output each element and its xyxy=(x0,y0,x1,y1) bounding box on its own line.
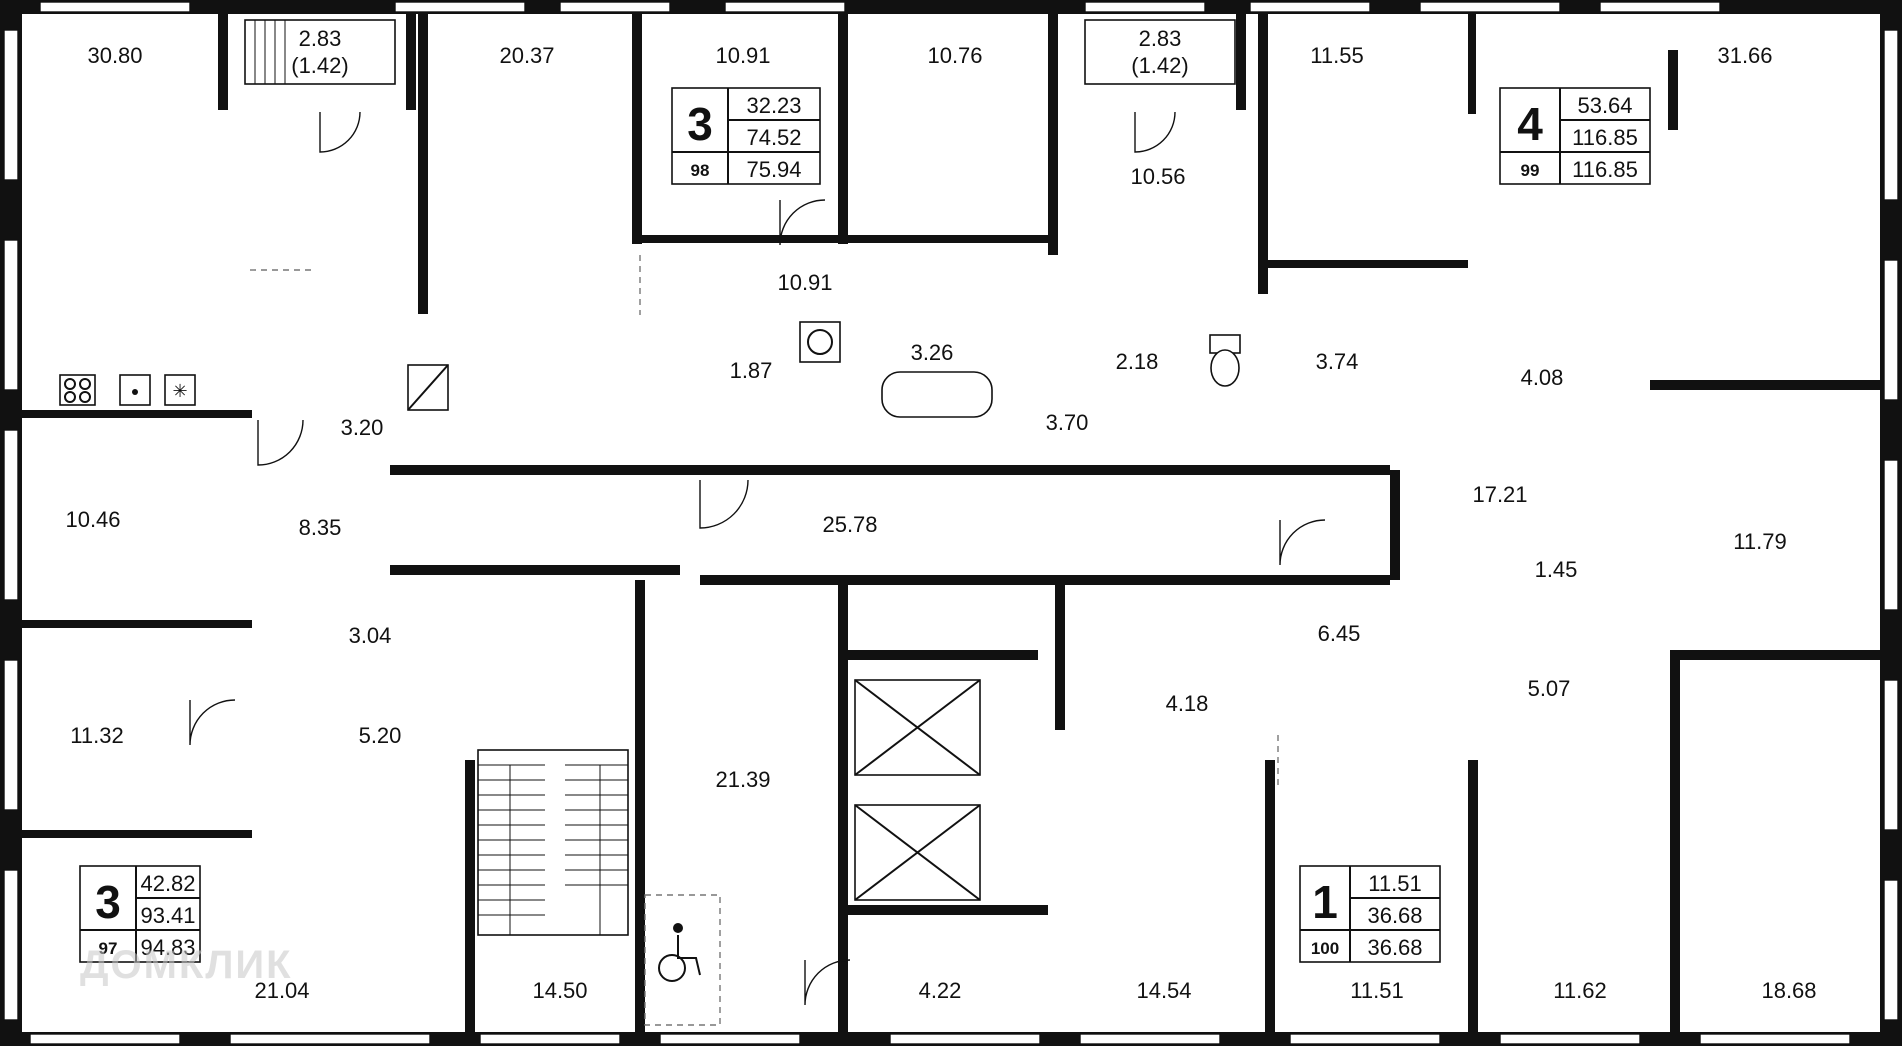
room-area: 2.83 xyxy=(299,26,342,51)
room-area: 4.22 xyxy=(919,978,962,1003)
windows xyxy=(3,1,1899,1045)
apartment-number: 99 xyxy=(1521,161,1540,180)
apartment-total-area: 74.52 xyxy=(746,125,801,150)
apartment-total-area: 36.68 xyxy=(1367,903,1422,928)
svg-text:✳: ✳ xyxy=(172,381,187,402)
room-area: 3.26 xyxy=(911,340,954,365)
room-area: 3.74 xyxy=(1316,349,1359,374)
room-area: 20.37 xyxy=(499,43,554,68)
room-area: 2.18 xyxy=(1116,349,1159,374)
shower-icon xyxy=(407,364,449,411)
room-area: 3.20 xyxy=(341,415,384,440)
doors xyxy=(189,111,1326,1006)
room-area: 14.50 xyxy=(532,978,587,1003)
room-area: 10.56 xyxy=(1130,164,1185,189)
balcony-left xyxy=(218,14,416,110)
room-area: 11.62 xyxy=(1553,978,1606,1003)
room-area: 1.45 xyxy=(1535,557,1578,582)
apartment-living-area: 11.51 xyxy=(1368,871,1421,896)
apartment-room-count: 3 xyxy=(687,98,713,150)
room-area: 18.68 xyxy=(1761,978,1816,1003)
room-area: 21.39 xyxy=(715,767,770,792)
apartment-number: 97 xyxy=(99,939,118,958)
apartment-card-100: 1 100 11.51 36.68 36.68 xyxy=(1299,865,1441,963)
room-area: 17.21 xyxy=(1472,482,1527,507)
room-area: 31.66 xyxy=(1717,43,1772,68)
room-area: 10.76 xyxy=(927,43,982,68)
apartment-total-area-with-balcony: 116.85 xyxy=(1572,157,1638,182)
room-area: 1.87 xyxy=(730,358,773,383)
room-area: (1.42) xyxy=(1131,53,1188,78)
room-area: 11.32 xyxy=(70,723,123,748)
interior-walls xyxy=(22,14,1880,1040)
room-area: (1.42) xyxy=(291,53,348,78)
bathtub-icon xyxy=(881,371,993,418)
openings xyxy=(250,255,1279,790)
apartment-total-area-with-balcony: 75.94 xyxy=(746,157,801,182)
room-area: 21.04 xyxy=(254,978,309,1003)
room-area: 4.08 xyxy=(1521,365,1564,390)
ventilation-shaft-icon: ✳ xyxy=(164,374,196,406)
room-area: 6.45 xyxy=(1318,621,1361,646)
apartment-total-area: 116.85 xyxy=(1572,125,1638,150)
toilet-icon xyxy=(1209,334,1241,387)
apartment-total-area: 93.41 xyxy=(140,903,195,928)
apartment-total-area-with-balcony: 36.68 xyxy=(1367,935,1422,960)
stairs-icon xyxy=(477,749,629,936)
washing-machine-icon xyxy=(799,321,841,363)
apartment-room-count: 1 xyxy=(1312,876,1338,928)
apartment-number: 100 xyxy=(1311,939,1339,958)
room-area: 11.51 xyxy=(1350,978,1403,1003)
room-area: 4.18 xyxy=(1166,691,1209,716)
apartment-card-98: 3 98 32.23 74.52 75.94 xyxy=(671,87,821,185)
room-area: 5.20 xyxy=(359,723,402,748)
apartment-number: 98 xyxy=(691,161,710,180)
elevator-icon xyxy=(854,679,981,901)
room-area-labels: 30.80 2.83 (1.42) 20.37 10.91 10.76 2.83… xyxy=(65,26,1816,1003)
stove-icon xyxy=(59,374,96,406)
room-area: 14.54 xyxy=(1136,978,1191,1003)
room-area: 3.04 xyxy=(349,623,392,648)
apartment-room-count: 3 xyxy=(95,876,121,928)
room-area: 10.91 xyxy=(715,43,770,68)
apartment-living-area: 53.64 xyxy=(1577,93,1632,118)
apartment-card-97: 3 97 42.82 93.41 94.83 xyxy=(79,865,201,963)
room-area: 11.55 xyxy=(1310,43,1363,68)
room-area: 3.70 xyxy=(1046,410,1089,435)
sink-icon xyxy=(119,374,151,406)
room-area: 11.79 xyxy=(1733,529,1786,554)
room-area: 25.78 xyxy=(822,512,877,537)
room-area: 30.80 xyxy=(87,43,142,68)
room-area: 5.07 xyxy=(1528,676,1571,701)
apartment-total-area-with-balcony: 94.83 xyxy=(140,935,195,960)
apartment-living-area: 32.23 xyxy=(746,93,801,118)
room-area: 8.35 xyxy=(299,515,342,540)
wheelchair-accessibility-icon xyxy=(644,894,721,1026)
watermark: ДОМКЛИК xyxy=(80,943,293,987)
balcony-right xyxy=(1048,14,1246,110)
room-area: 10.46 xyxy=(65,507,120,532)
apartment-room-count: 4 xyxy=(1517,98,1543,150)
room-area: 10.91 xyxy=(777,270,832,295)
apartment-card-99: 4 99 53.64 116.85 116.85 xyxy=(1499,87,1651,185)
apartment-living-area: 42.82 xyxy=(140,871,195,896)
room-area: 2.83 xyxy=(1139,26,1182,51)
